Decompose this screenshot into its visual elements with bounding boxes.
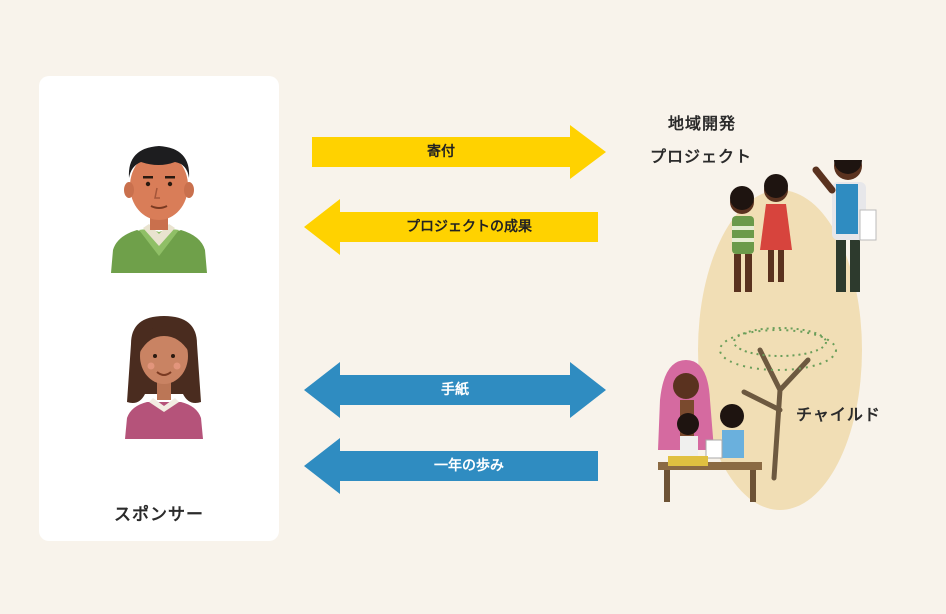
letters-label: 手紙 <box>441 382 469 398</box>
donation-arrow <box>312 125 606 179</box>
year-progress-arrow <box>304 438 598 494</box>
project-results-arrow <box>304 199 598 255</box>
community-illustration <box>658 160 877 510</box>
male-sponsor-avatar <box>111 146 207 273</box>
letters-arrow <box>304 362 606 418</box>
donation-label: 寄付 <box>427 144 455 160</box>
mother-children-figure <box>658 360 762 502</box>
year-progress-label: 一年の歩み <box>434 458 504 474</box>
sponsor-label: スポンサー <box>114 505 204 525</box>
project-title-line2: プロジェクト <box>650 147 753 166</box>
sponsor-panel: スポンサー <box>39 76 279 541</box>
child-figure-2 <box>760 174 792 282</box>
tree-illustration <box>719 327 837 481</box>
child-figure-1 <box>730 186 754 292</box>
project-title-line1: 地域開発 <box>668 114 737 133</box>
adult-figure <box>812 160 877 292</box>
project-results-label: プロジェクトの成果 <box>406 219 532 235</box>
female-sponsor-avatar <box>125 316 203 439</box>
child-label: チャイルド <box>796 405 881 424</box>
